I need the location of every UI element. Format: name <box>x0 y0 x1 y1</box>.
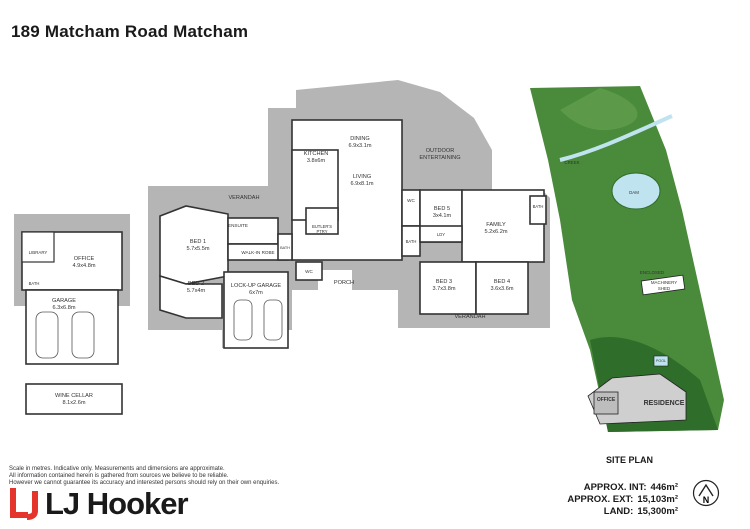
family-dims: 5.2x6.2m <box>484 229 507 235</box>
machinery-label: MACHINERY <box>651 280 677 285</box>
wine-cellar-room <box>25 383 123 415</box>
garage-cars <box>233 299 283 341</box>
ensuite-label: ENSUITE <box>228 223 248 228</box>
north-arrow-icon: N <box>692 479 720 507</box>
garage-label: GARAGE <box>52 298 76 304</box>
house-walls <box>159 119 547 349</box>
bath-office-label: BATH <box>29 281 40 286</box>
garage-dims: 6.3x6.8m <box>52 305 75 311</box>
site-plan-title: SITE PLAN <box>606 455 654 465</box>
creek-label: CREEK <box>564 160 579 165</box>
family-room <box>461 189 545 263</box>
kitchen-label: KITCHEN <box>304 151 329 157</box>
site-plan <box>530 86 724 432</box>
ldy-room <box>419 225 463 243</box>
office-site-label: OFFICE <box>597 397 616 403</box>
ensuite-room <box>227 217 279 245</box>
bed2-label: BED 2 <box>188 281 204 287</box>
shed-label: SHED <box>658 286 670 291</box>
walkin-label: WALK-IN ROBE <box>241 250 274 255</box>
porch-label: PORCH <box>334 280 354 286</box>
residence-label: RESIDENCE <box>644 400 685 407</box>
lockup-dims: 6x7m <box>249 290 263 296</box>
bed4-dims: 3.6x3.6m <box>490 286 513 292</box>
dining-label: DINING <box>350 136 370 142</box>
bed1-label: BED 1 <box>190 239 206 245</box>
bath2-label: BATH <box>533 204 544 209</box>
disclaimer-line-3: However we cannot guarantee its accuracy… <box>9 480 280 486</box>
disclaimer-line-1: Scale in metres. Indicative only. Measur… <box>9 466 225 472</box>
area-label: LAND: <box>603 506 634 517</box>
living-dims: 6.9x8.1m <box>350 181 373 187</box>
area-label: APPROX. EXT: <box>567 494 634 505</box>
area-row-ext: APPROX. EXT:15,103m² <box>567 494 678 506</box>
wc1-label: WC <box>407 198 415 203</box>
verandah-bottom-label: VERANDAH <box>454 314 485 320</box>
wine-label: WINE CELLAR <box>55 393 93 399</box>
page-title: 189 Matcham Road Matcham <box>11 22 249 41</box>
outdoor-label: OUTDOOR <box>426 148 455 154</box>
bed3-room <box>419 261 477 315</box>
area-value: 15,300m² <box>637 506 678 517</box>
room-labels: DINING 6.9x3.1m KITCHEN 3.8x6m LIVING 6.… <box>29 136 544 406</box>
library-label: LIBRARY <box>29 250 48 255</box>
living-label: LIVING <box>353 174 371 180</box>
family-label: FAMILY <box>486 222 506 228</box>
wc-room <box>401 189 421 227</box>
lj-hooker-mark-icon <box>10 488 38 520</box>
north-label: N <box>703 495 710 505</box>
outdoor-label-2: ENTERTAINING <box>419 155 460 161</box>
lj-hooker-logo: LJ Hooker <box>9 486 189 522</box>
area-value: 446m² <box>650 482 678 493</box>
butlers-pantry-room <box>305 207 339 235</box>
bed2-dims: 5.7x4m <box>187 288 206 294</box>
area-row-land: LAND:15,300m² <box>567 506 678 518</box>
bed3-dims: 3.7x3.8m <box>432 286 455 292</box>
wine-dims: 8.1x2.6m <box>62 400 85 406</box>
office-shape <box>593 391 619 415</box>
area-summary: APPROX. INT:446m² APPROX. EXT:15,103m² L… <box>567 482 678 518</box>
library-room <box>21 231 55 263</box>
kitchen-dims: 3.8x6m <box>307 158 326 164</box>
shed-shape <box>640 274 686 296</box>
disclaimer-line-2: All information contained herein is gath… <box>9 473 229 479</box>
wc-room-2 <box>295 261 323 281</box>
dam-shape <box>611 172 661 210</box>
area-row-int: APPROX. INT:446m² <box>567 482 678 494</box>
bed4-label: BED 4 <box>494 279 510 285</box>
bath3-label: BATH <box>280 246 290 250</box>
bed3-label: BED 3 <box>436 279 452 285</box>
bed1-room <box>159 205 229 285</box>
lockup-label: LOCK-UP GARAGE <box>231 283 282 289</box>
disclaimer: Scale in metres. Indicative only. Measur… <box>9 466 329 487</box>
bed5-label: BED 5 <box>434 206 450 212</box>
office-dims: 4.9x4.8m <box>72 263 95 269</box>
dam-label: DAM <box>629 190 639 195</box>
verandah-top-label: VERANDAH <box>228 195 259 201</box>
bed4-room <box>475 261 529 315</box>
enclosed-label: ENCLOSED <box>640 270 664 275</box>
bath-room-2 <box>529 195 547 225</box>
area-value: 15,103m² <box>637 494 678 505</box>
bed5-dims: 3x4.1m <box>433 213 452 219</box>
pool-shape <box>653 355 669 367</box>
bed1-dims: 5.7x5.5m <box>186 246 209 252</box>
dining-dims: 6.9x3.1m <box>348 143 371 149</box>
site-land <box>530 86 724 432</box>
office-building <box>14 214 130 415</box>
brand-name: LJ Hooker <box>45 486 189 521</box>
butlers-label-2: PTRY <box>316 229 327 234</box>
butlers-label: BUTLER'S <box>312 224 332 229</box>
bath1-label: BATH <box>406 239 417 244</box>
area-label: APPROX. INT: <box>583 482 647 493</box>
ldy-label: LDY <box>437 232 445 237</box>
office-label: OFFICE <box>74 256 95 262</box>
wc2-label: WC <box>305 269 313 274</box>
site-labels: CREEK DAM ENCLOSED MACHINERY SHED POOL O… <box>564 160 684 407</box>
bath-room-3 <box>277 233 293 261</box>
bed2-room <box>159 274 223 319</box>
pool-label: POOL <box>656 359 666 363</box>
